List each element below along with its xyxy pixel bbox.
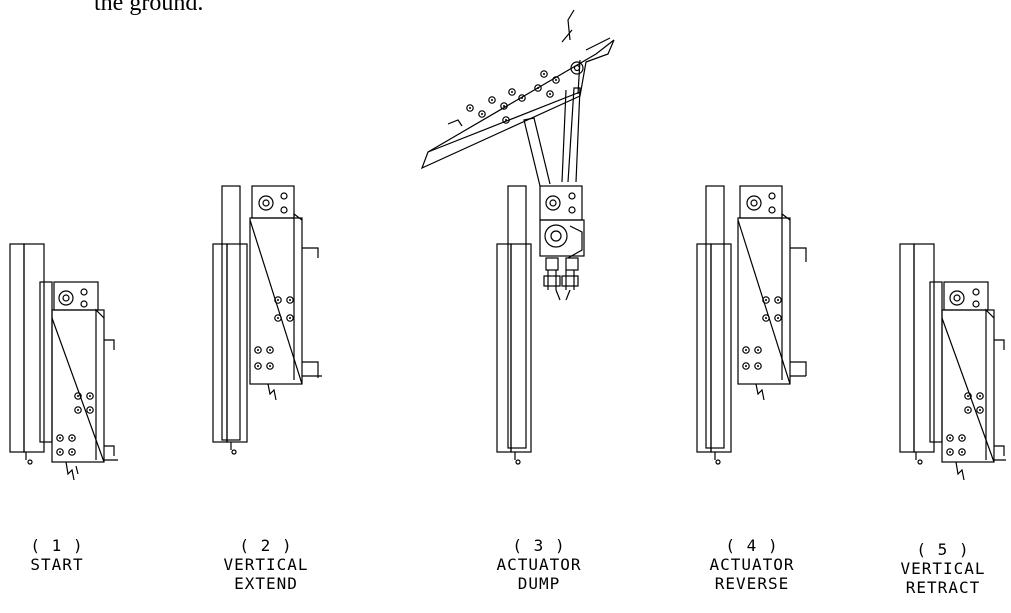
stage-1-drawing	[9, 243, 118, 481]
stage-5-number: ( 5 )	[916, 540, 970, 559]
stage-2-title-line1: VERTICAL	[223, 555, 309, 574]
stage-3-label: ( 3 ) ACTUATOR DUMP	[474, 536, 604, 593]
stage-4-title-line2: REVERSE	[714, 574, 790, 593]
stage-4-label: ( 4 ) ACTUATOR REVERSE	[687, 536, 817, 593]
stage-5-label: ( 5 ) VERTICAL RETRACT	[878, 540, 1008, 597]
stage-3-title-line1: ACTUATOR	[496, 555, 582, 574]
stage-3-drawing	[420, 9, 615, 465]
stage-2-label: ( 2 ) VERTICAL EXTEND	[201, 536, 331, 593]
stage-5-drawing	[899, 243, 1006, 481]
stage-2-title-line2: EXTEND	[234, 574, 298, 593]
header-text: the ground.	[94, 0, 204, 16]
stage-1-label: ( 1 ) START	[0, 536, 122, 574]
stage-4-drawing	[696, 185, 807, 465]
stage-1-number: ( 1 )	[30, 536, 84, 555]
stage-1-title-line1: START	[30, 555, 84, 574]
stage-4-number: ( 4 )	[725, 536, 779, 555]
stage-2-number: ( 2 )	[239, 536, 293, 555]
stage-2-drawing	[212, 185, 322, 455]
stage-3-title-line2: DUMP	[517, 574, 561, 593]
stage-5-title-line2: RETRACT	[905, 578, 981, 597]
stage-4-title-line1: ACTUATOR	[709, 555, 795, 574]
stage-5-title-line1: VERTICAL	[900, 559, 986, 578]
stage-3-number: ( 3 )	[512, 536, 566, 555]
